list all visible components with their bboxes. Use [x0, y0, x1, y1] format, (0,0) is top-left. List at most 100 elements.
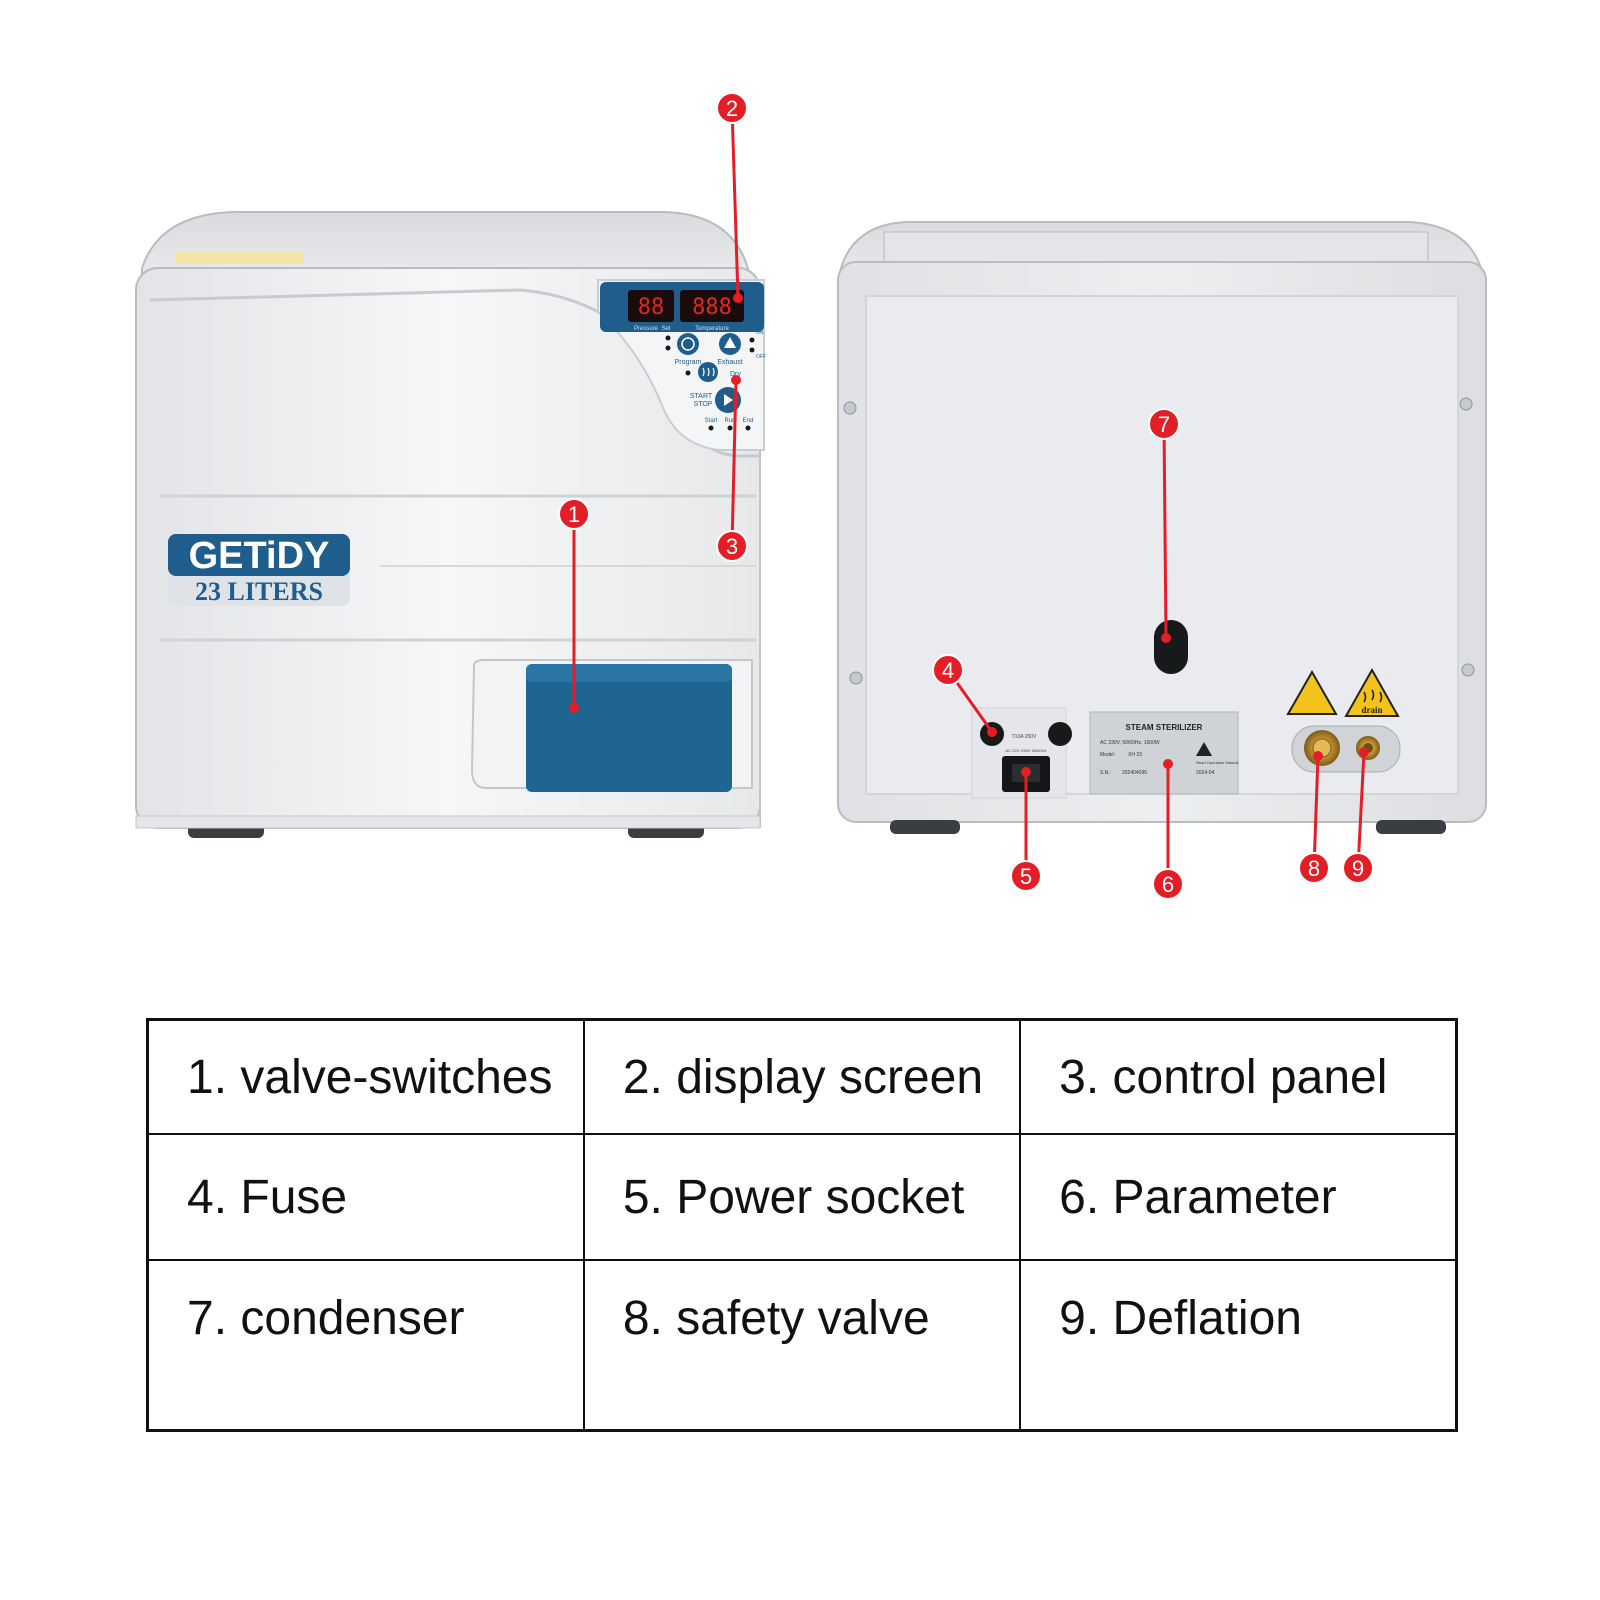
manufacture-date: 2024-04: [1196, 770, 1215, 776]
sn-value: 202404095: [1122, 770, 1147, 776]
callout-anchor-dot: [987, 727, 997, 737]
callout-anchor-dot: [1163, 759, 1173, 769]
callout-anchor-dot: [1359, 747, 1369, 757]
program-button[interactable]: [677, 333, 699, 355]
indicator-led: [749, 347, 755, 353]
nameplate-title: STEAM STERILIZER: [1126, 723, 1203, 732]
legend-cell: 3. control panel: [1019, 1018, 1458, 1135]
callout-anchor-dot: [1313, 751, 1323, 761]
legend-cell: 9. Deflation: [1019, 1259, 1458, 1432]
screw: [1459, 397, 1473, 411]
power-switch[interactable]: [1048, 722, 1072, 746]
foot: [890, 820, 960, 834]
callout-leader-line: [1312, 755, 1320, 869]
legend-cell: 4. Fuse: [146, 1133, 585, 1261]
callout-number: 4: [942, 658, 954, 683]
callout-number: 3: [726, 534, 738, 559]
capacity-label: 23 LITERS: [195, 577, 323, 606]
callout-anchor-dot: [731, 375, 741, 385]
fuse-rating-label: T10A 250V: [1012, 734, 1037, 740]
callout-leader-line: [730, 379, 738, 547]
nameplate-rating: AC 230V, 50/60Hz, 1600W: [1100, 740, 1160, 746]
indicator-led: [685, 370, 691, 376]
play-pause-icon: [724, 394, 733, 406]
front-unit: 88 888 Pressure Set Temperature Program …: [135, 211, 766, 838]
callout-badge: [1298, 852, 1330, 884]
temperature-display-digits: 888: [692, 295, 732, 320]
callout-badge: [716, 530, 748, 562]
warning-icon: [1196, 742, 1212, 756]
pressure-display-digits: 88: [638, 295, 665, 320]
callout-number: 5: [1020, 864, 1032, 889]
off-label: OFF: [756, 354, 766, 360]
dry-button[interactable]: [698, 362, 718, 382]
nameplate: STEAM STERILIZER AC 230V, 50/60Hz, 1600W…: [1089, 711, 1239, 795]
sn-label: S.N.:: [1100, 770, 1111, 776]
exhaust-icon: [724, 337, 736, 348]
heat-waves-icon: [1363, 689, 1383, 703]
indicator-led: [745, 425, 751, 431]
callout-number: 7: [1158, 412, 1170, 437]
condenser-port: [1154, 620, 1188, 674]
callout-number: 2: [726, 96, 738, 121]
run-status-label: Run: [724, 418, 735, 424]
screw: [849, 671, 863, 685]
indicator-led: [665, 345, 671, 351]
callout-number: 9: [1352, 856, 1364, 881]
temperature-display: [680, 290, 744, 322]
model-value: XH 23: [1128, 752, 1142, 758]
socket-rating-label: AC 220~230V 50/60Hz: [1005, 748, 1046, 753]
manual-notice: Read Operation Manual: [1196, 760, 1239, 765]
legend-cell: 5. Power socket: [582, 1133, 1022, 1261]
callout-badge: [1342, 852, 1374, 884]
indicator-led: [665, 335, 671, 341]
callout-anchor-dot: [569, 703, 579, 713]
drain-label: drain: [1361, 705, 1382, 715]
model-label: Model:: [1100, 752, 1115, 758]
indicator-led: [708, 425, 714, 431]
callout-badge: [932, 654, 964, 686]
stop-label: STOP: [694, 401, 713, 408]
legend-cell: 6. Parameter: [1019, 1133, 1458, 1261]
legend-cell: 7. condenser: [146, 1259, 585, 1432]
legend-cell: 1. valve-switches: [146, 1018, 585, 1135]
legend-cell: 2. display screen: [582, 1018, 1022, 1135]
callout-badge: [716, 92, 748, 124]
callout-leader-line: [730, 107, 740, 299]
control-panel: 88 888 Pressure Set Temperature Program …: [597, 279, 766, 451]
temperature-label: Temperature: [695, 326, 729, 332]
callout-number: 8: [1308, 856, 1320, 881]
water-tank[interactable]: [526, 664, 732, 792]
callout-badge: [1152, 868, 1184, 900]
screw: [1461, 663, 1475, 677]
hot-surface-warning-icon: [1286, 669, 1338, 715]
start-status-label: Start: [705, 418, 718, 424]
steam-icon: [702, 367, 715, 377]
end-status-label: End: [743, 418, 754, 424]
screw: [843, 401, 857, 415]
pressure-display: [628, 290, 674, 322]
callout-number: 1: [568, 502, 580, 527]
foot: [1376, 820, 1446, 834]
callout-anchor-dot: [1021, 767, 1031, 777]
callout-badge: [1148, 408, 1180, 440]
indicator-led: [749, 337, 755, 343]
drain-warning-icon: [1344, 667, 1400, 717]
callout-leader-line: [1356, 751, 1366, 869]
indicator-led: [727, 425, 733, 431]
back-unit: T10A 250V AC 220~230V 50/60Hz STEAM STER…: [837, 221, 1487, 834]
dry-label: Dry: [730, 371, 741, 378]
callout-badge: [1010, 860, 1042, 892]
brand-name: GETiDY: [189, 535, 330, 577]
callout-badge: [558, 498, 590, 530]
exhaust-label: Exhaust: [717, 359, 742, 366]
label-strip: [176, 252, 304, 264]
program-label: Program: [675, 359, 702, 366]
legend-cell: 8. safety valve: [582, 1259, 1022, 1432]
brand-badge: GETiDY 23 LITERS: [168, 534, 350, 606]
product-diagram: 88 888 Pressure Set Temperature Program …: [135, 92, 1487, 900]
